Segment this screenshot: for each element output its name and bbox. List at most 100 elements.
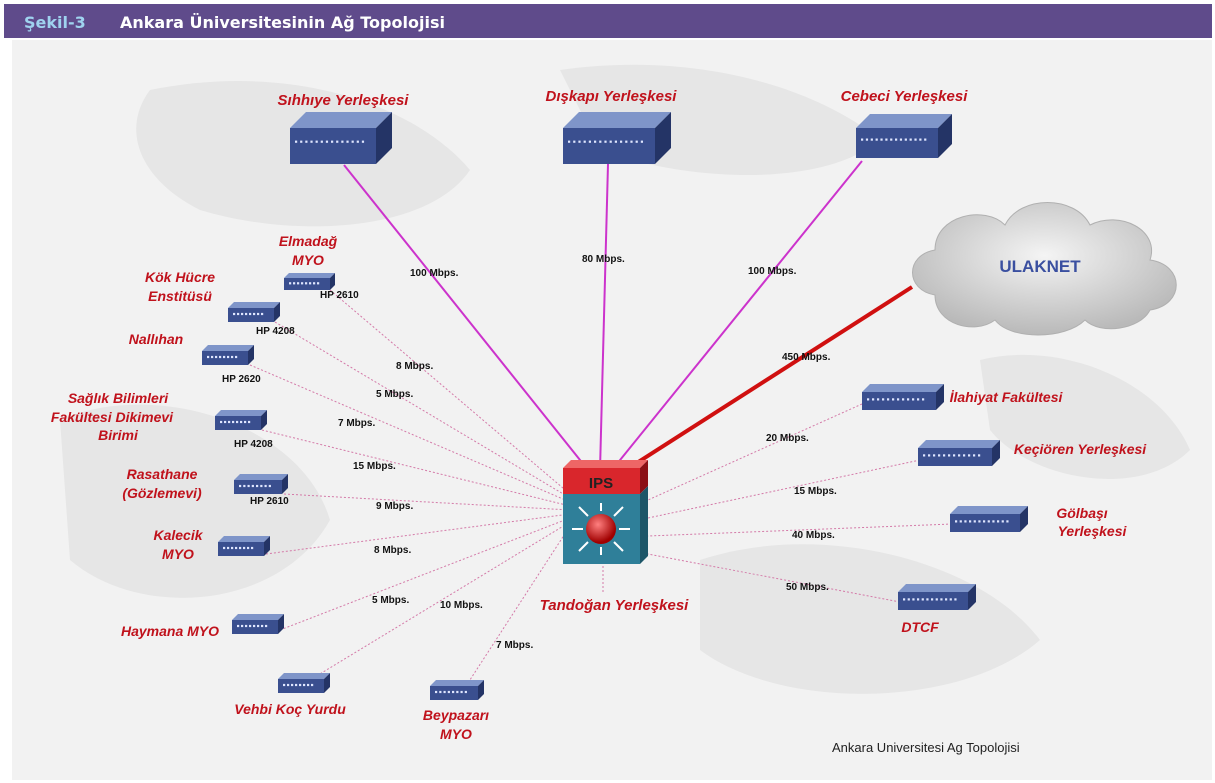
- site-switch-side: [992, 440, 1000, 466]
- site-switch-port: [940, 598, 943, 601]
- campus-switch: [563, 112, 671, 164]
- campus-switch-port: [625, 140, 628, 143]
- campus-switch-face: [856, 128, 938, 158]
- site-switch-top: [232, 614, 284, 620]
- campus-switch-top: [856, 114, 952, 128]
- site-switch-port: [253, 624, 256, 628]
- site-switch-side: [248, 345, 254, 365]
- site-label: Rasathane: [127, 466, 198, 482]
- site-switch-port: [235, 546, 238, 550]
- switch-model-label: HP 2610: [250, 496, 289, 507]
- site-switch-port: [917, 598, 920, 601]
- site-switch-top: [862, 384, 944, 392]
- site-switch-port: [219, 355, 222, 359]
- figure-title: Ankara Üniversitesinin Ağ Topolojisi: [120, 13, 445, 32]
- site-label: MYO: [162, 546, 194, 562]
- site-switch-side: [968, 584, 976, 610]
- site-label: Fakültesi Dikimevi: [51, 409, 174, 425]
- site-switch-port: [955, 520, 958, 523]
- site-switch: [918, 440, 1000, 466]
- ulaknet-speed: 450 Mbps.: [782, 352, 831, 363]
- site-switch-port: [257, 312, 260, 316]
- campus-switch-face: [290, 128, 376, 164]
- site-link-line: [647, 459, 921, 519]
- site-switch-port: [1001, 520, 1004, 523]
- site-switch-port: [257, 624, 260, 628]
- site-switch-port: [235, 355, 238, 359]
- site-switch-side: [936, 384, 944, 410]
- site-switch-port: [239, 546, 242, 550]
- site-speed: 8 Mbps.: [396, 361, 433, 372]
- campus-switch-port: [310, 140, 313, 143]
- site-speed: 15 Mbps.: [353, 461, 396, 472]
- site-switch-port: [987, 520, 990, 523]
- site-switch-port: [305, 282, 308, 285]
- site-switch-top: [278, 673, 330, 679]
- site-switch-port: [447, 690, 450, 694]
- site-switch-port: [867, 398, 870, 401]
- site-switch: [284, 273, 335, 290]
- site-switch: [232, 614, 284, 634]
- site-switch-port: [207, 355, 210, 359]
- campus-switch-port: [861, 138, 864, 141]
- site-speed: 20 Mbps.: [766, 433, 809, 444]
- site-switch-side: [264, 536, 270, 556]
- site-switch-port: [248, 420, 251, 424]
- campus-switch-port: [361, 140, 365, 143]
- site-switch-port: [949, 598, 952, 601]
- site-switch-port: [912, 598, 915, 601]
- site-label: Birimi: [98, 427, 139, 443]
- site-switch-face: [898, 592, 968, 610]
- campus-link-line: [599, 163, 609, 471]
- site-switch-port: [232, 420, 235, 424]
- site-switch-port: [923, 454, 926, 457]
- site-switch-port: [917, 398, 920, 401]
- site-switch-top: [228, 302, 280, 308]
- site-switch-port: [882, 398, 885, 401]
- site-switch-port: [265, 624, 268, 628]
- site-switch: [898, 584, 976, 610]
- site-switch-side: [478, 680, 484, 700]
- site-link-line: [309, 521, 571, 681]
- site-switch-face: [862, 392, 936, 410]
- ulaknet-cloud: [912, 202, 1177, 336]
- site-switch-face: [950, 514, 1020, 532]
- site-label: (Gözlemevi): [122, 485, 202, 501]
- site-label: Enstitüsü: [148, 288, 212, 304]
- site-switch-port: [935, 598, 938, 601]
- site-switch-port: [311, 683, 314, 687]
- site-switch-port: [253, 312, 256, 316]
- site-label: MYO: [440, 726, 472, 742]
- site-switch: [862, 384, 944, 410]
- site-switch-port: [963, 454, 966, 457]
- site-switch-side: [261, 410, 267, 430]
- site-switch-top: [202, 345, 254, 351]
- site-switch-port: [220, 420, 223, 424]
- site-switch-port: [931, 598, 934, 601]
- campus-switch-port: [583, 140, 586, 143]
- site-label: Sağlık Bilimleri: [68, 390, 169, 406]
- campus-label: Dışkapı Yerleşkesi: [546, 88, 678, 105]
- site-switch-port: [983, 520, 986, 523]
- campus-label: Cebeci Yerleşkesi: [841, 88, 969, 105]
- site-switch-port: [247, 484, 250, 488]
- site-label: DTCF: [901, 619, 939, 635]
- campus-switch-port: [914, 138, 917, 141]
- ulaknet-label: ULAKNET: [999, 257, 1081, 276]
- site-switch-face: [918, 448, 992, 466]
- site-switch-port: [256, 484, 259, 488]
- campus-speed: 100 Mbps.: [410, 268, 459, 279]
- site-switch-side: [330, 273, 335, 290]
- campus-switch-port: [880, 138, 883, 141]
- site-switch-port: [251, 546, 254, 550]
- site-switch-port: [887, 398, 890, 401]
- campus-switch-port: [578, 140, 581, 143]
- campus-switch-port: [899, 138, 903, 141]
- site-label: Gölbaşı: [1056, 505, 1107, 521]
- campus-switch-port: [865, 138, 869, 141]
- site-switch-port: [897, 398, 900, 401]
- site-speed: 5 Mbps.: [376, 389, 413, 400]
- campus-switch-port: [614, 140, 617, 143]
- campus-switch-port: [346, 140, 349, 143]
